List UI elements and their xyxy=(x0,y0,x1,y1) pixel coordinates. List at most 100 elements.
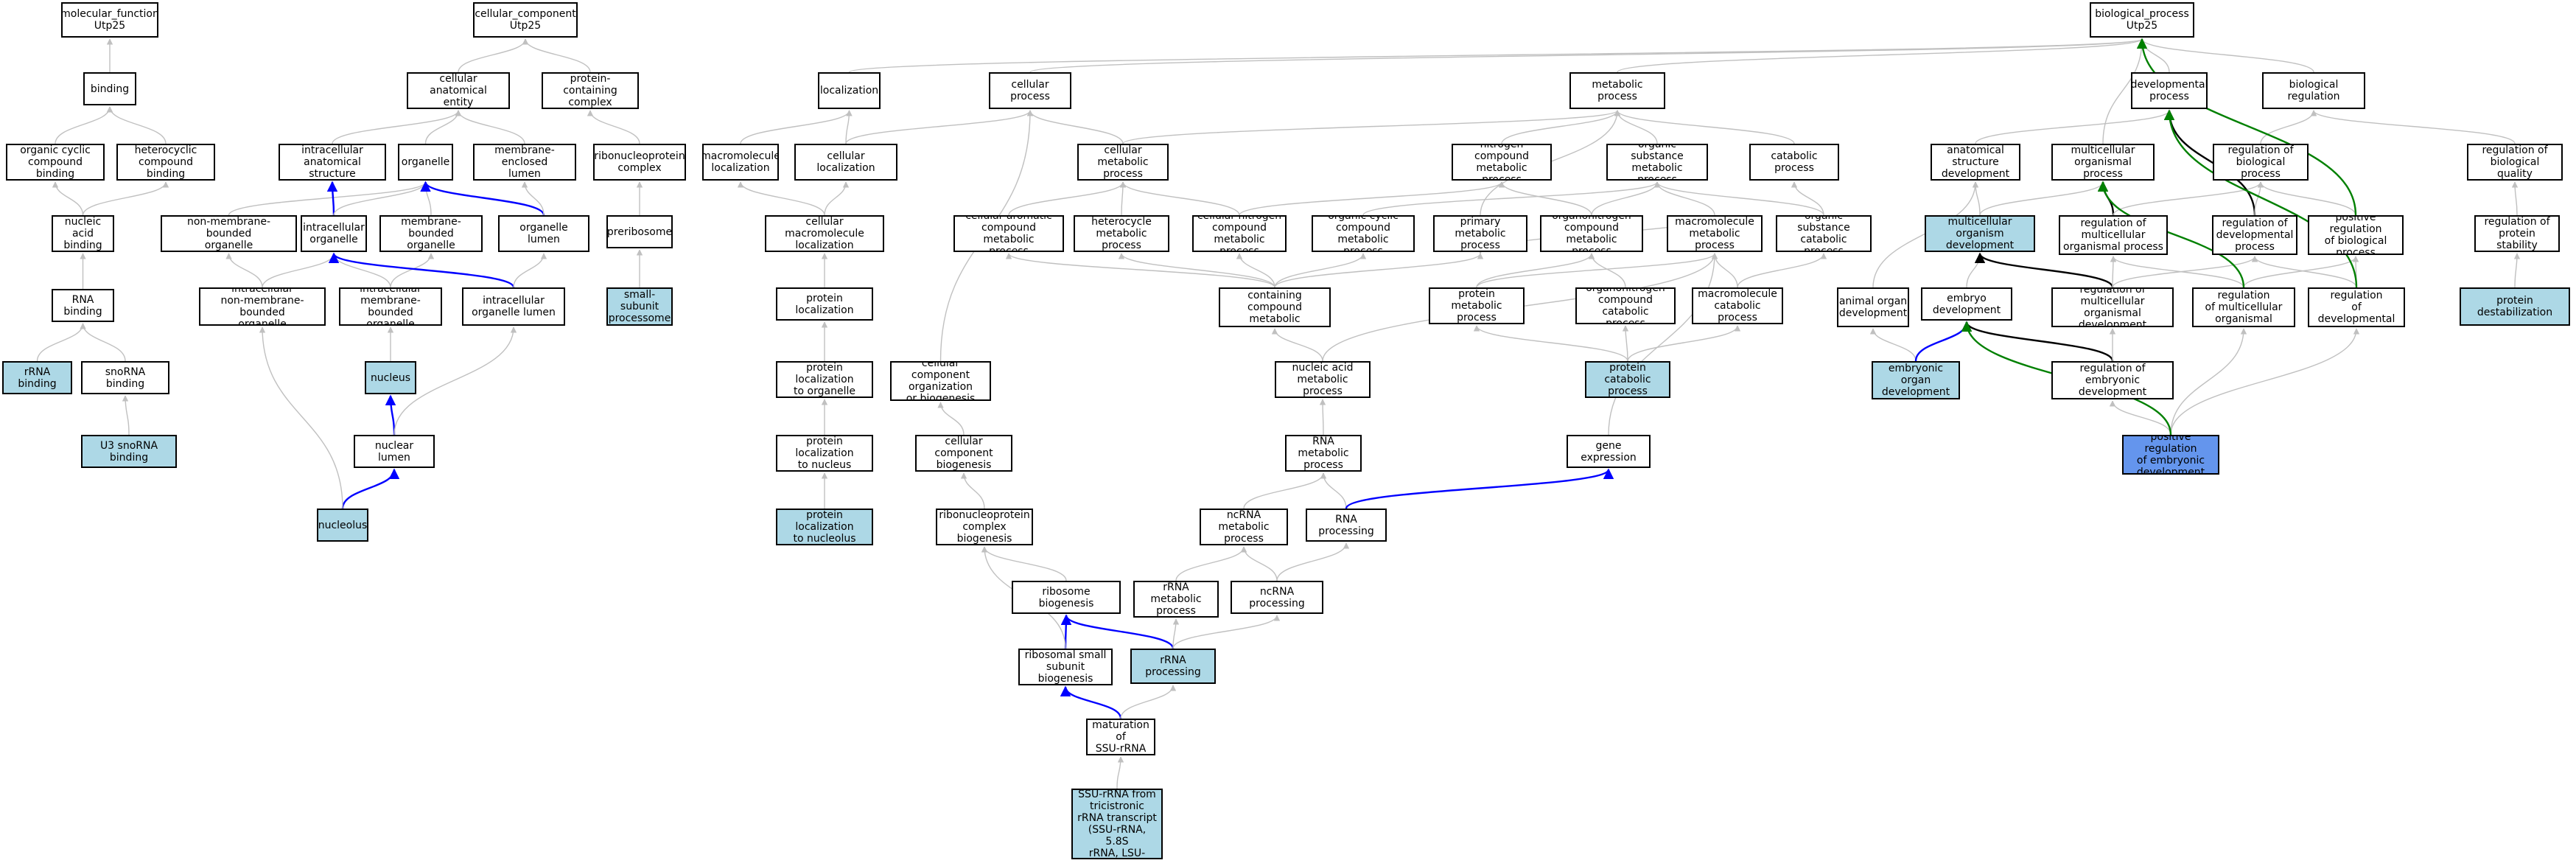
go-term-mel[interactable]: membrane-enclosed lumen xyxy=(473,144,576,181)
go-term-oscp[interactable]: organic substance catabolic process xyxy=(1776,215,1872,252)
go-term-binding[interactable]: binding xyxy=(83,72,136,105)
go-term-geneexp[interactable]: gene expression xyxy=(1567,435,1651,468)
go-term-orgcyc[interactable]: organic cyclic compound binding xyxy=(6,144,105,181)
go-term-ccob[interactable]: cellular component organization or bioge… xyxy=(890,361,991,401)
go-term-namp[interactable]: nucleic acid metabolic process xyxy=(1275,361,1371,398)
go-term-rnab[interactable]: RNA binding xyxy=(52,289,114,322)
go-term-rdp[interactable]: regulation of developmental process xyxy=(2212,215,2297,255)
go-term-onccp[interactable]: organonitrogen compound catabolic proces… xyxy=(1575,287,1676,324)
go-term-rssb[interactable]: ribosomal small subunit biogenesis xyxy=(1018,649,1113,685)
go-term-imbo[interactable]: intracellular membrane-bounded organelle xyxy=(339,287,442,326)
edge-iol-to-io xyxy=(328,252,515,288)
go-term-protmp[interactable]: protein metabolic process xyxy=(1429,287,1525,324)
go-term-rrnamp[interactable]: rRNA metabolic process xyxy=(1133,581,1219,618)
go-term-oncmp[interactable]: organonitrogen compound metabolic proces… xyxy=(1540,215,1643,252)
go-term-pl2nuc[interactable]: protein localization to nucleus xyxy=(776,435,873,472)
go-term-mod[interactable]: multicellular organism development xyxy=(1925,215,2035,252)
go-term-nucleus[interactable]: nucleus xyxy=(365,361,416,394)
go-term-cmp[interactable]: cellular metabolic process xyxy=(1077,144,1169,181)
go-term-ncbcmp[interactable]: nucleobase-containing compound metabolic… xyxy=(1219,287,1331,327)
go-term-devproc[interactable]: developmental process xyxy=(2131,72,2208,109)
go-term-loc[interactable]: localization xyxy=(818,72,881,109)
go-term-rrnab[interactable]: rRNA binding xyxy=(2,361,72,394)
go-term-pred[interactable]: positive regulation of embryonic develop… xyxy=(2122,435,2219,475)
go-term-nuclum[interactable]: nuclear lumen xyxy=(354,435,435,468)
go-term-ncmp[interactable]: nitrogen compound metabolic process xyxy=(1452,144,1552,181)
go-term-protcat[interactable]: protein catabolic process xyxy=(1585,361,1670,398)
go-term-cacmp[interactable]: cellular aromatic compound metabolic pro… xyxy=(953,215,1064,252)
go-term-ribobio[interactable]: ribosome biogenesis xyxy=(1012,581,1121,614)
go-term-mop[interactable]: multicellular organismal process xyxy=(2051,144,2155,181)
go-term-pl2nol[interactable]: protein localization to nucleolus xyxy=(776,509,873,545)
go-term-rmop[interactable]: regulation of multicellular organismal p… xyxy=(2059,215,2168,255)
go-term-embdev[interactable]: embryo development xyxy=(1921,287,2012,321)
go-term-catab[interactable]: catabolic process xyxy=(1749,144,1839,181)
go-term-rbp[interactable]: regulation of biological process xyxy=(2213,144,2309,181)
go-term-pl2org[interactable]: protein localization to organelle xyxy=(776,361,873,398)
go-term-red[interactable]: regulation of embryonic development xyxy=(2051,361,2174,399)
go-term-ccb[interactable]: cellular component biogenesis xyxy=(915,435,1012,472)
edge-mop-to-bp xyxy=(2102,38,2146,144)
go-term-aod[interactable]: animal organ development xyxy=(1837,287,1909,327)
go-term-ias[interactable]: intracellular anatomical structure xyxy=(279,144,386,181)
edge-ncbcmp-to-cacmp xyxy=(1005,253,1275,288)
go-term-prdp[interactable]: positive regulation of developmental pro… xyxy=(2308,287,2405,327)
edge-pred-to-prmop xyxy=(2170,328,2247,436)
go-term-cellloc[interactable]: cellular localization xyxy=(794,144,897,181)
go-term-rnpcb[interactable]: ribonucleoprotein complex biogenesis xyxy=(936,509,1033,545)
go-term-rnamp[interactable]: RNA metabolic process xyxy=(1285,435,1362,472)
edge-asd-to-devproc xyxy=(1975,110,2173,144)
go-term-rrnaproc[interactable]: rRNA processing xyxy=(1130,649,1216,684)
go-term-rmod[interactable]: regulation of multicellular organismal d… xyxy=(2051,287,2174,327)
go-term-mcp[interactable]: macromolecule catabolic process xyxy=(1692,287,1783,324)
go-term-prmop[interactable]: positive regulation of multicellular org… xyxy=(2192,287,2295,327)
go-term-occmp[interactable]: organic cyclic compound metabolic proces… xyxy=(1312,215,1415,252)
go-term-pmp[interactable]: primary metabolic process xyxy=(1433,215,1527,252)
go-term-inmbo[interactable]: intracellular non-membrane-bounded organ… xyxy=(199,287,326,326)
go-term-ncrnamp[interactable]: ncRNA metabolic process xyxy=(1200,509,1288,545)
go-term-nmbo[interactable]: non-membrane-bounded organelle xyxy=(161,215,297,252)
go-term-cellproc[interactable]: cellular process xyxy=(989,72,1071,109)
go-term-hmp[interactable]: heterocycle metabolic process xyxy=(1074,215,1169,252)
go-term-u3[interactable]: U3 snoRNA binding xyxy=(81,435,177,468)
edge-imbo-to-mbo xyxy=(390,253,435,288)
go-term-organelle[interactable]: organelle xyxy=(398,144,453,181)
go-term-rnaproc[interactable]: RNA processing xyxy=(1306,509,1387,542)
go-term-hetbind[interactable]: heterocyclic compound binding xyxy=(116,144,215,181)
edge-ncbcmp-to-cncmp xyxy=(1236,253,1275,288)
go-term-ol[interactable]: organelle lumen xyxy=(498,215,589,252)
go-term-preribo[interactable]: preribosome xyxy=(606,215,673,248)
go-term-cc[interactable]: cellular_component Utp25 xyxy=(473,2,578,38)
go-term-nucleolus[interactable]: nucleolus xyxy=(317,509,368,542)
go-term-nab[interactable]: nucleic acid binding xyxy=(52,215,114,252)
edge-oncmp-to-ncmp xyxy=(1498,181,1592,216)
go-term-ssup[interactable]: small-subunit processome xyxy=(606,287,673,326)
go-term-cml[interactable]: cellular macromolecule localization xyxy=(765,215,884,252)
go-term-mf[interactable]: molecular_function Utp25 xyxy=(61,2,158,38)
go-term-mbo[interactable]: membrane-bounded organelle xyxy=(379,215,483,252)
go-term-protdestab[interactable]: protein destabilization xyxy=(2460,287,2570,326)
go-term-matssu[interactable]: maturation of SSU-rRNA xyxy=(1086,719,1155,755)
go-term-eod[interactable]: embryonic organ development xyxy=(1872,361,1960,399)
go-term-snorna[interactable]: snoRNA binding xyxy=(81,361,169,394)
go-term-cae[interactable]: cellular anatomical entity xyxy=(407,72,510,109)
go-term-rnpc[interactable]: ribonucleoprotein complex xyxy=(593,144,686,181)
go-term-protloc[interactable]: protein localization xyxy=(776,287,873,321)
go-term-metab[interactable]: metabolic process xyxy=(1569,72,1665,109)
go-term-ncrnaproc[interactable]: ncRNA processing xyxy=(1231,581,1323,614)
go-term-pcc[interactable]: protein-containing complex xyxy=(542,72,639,109)
go-term-bp[interactable]: biological_process Utp25 xyxy=(2090,2,2194,38)
go-term-asd[interactable]: anatomical structure development xyxy=(1931,144,2020,181)
go-term-bioreg[interactable]: biological regulation xyxy=(2262,72,2365,109)
go-term-io[interactable]: intracellular organelle xyxy=(301,215,367,252)
go-term-prbp[interactable]: positive regulation of biological proces… xyxy=(2308,215,2404,255)
edge-rps-to-rbq xyxy=(2511,181,2519,216)
go-term-cncmp[interactable]: cellular nitrogen compound metabolic pro… xyxy=(1192,215,1287,252)
go-term-iol[interactable]: intracellular organelle lumen xyxy=(462,287,565,326)
go-term-rbq[interactable]: regulation of biological quality xyxy=(2467,144,2563,181)
go-term-matssu2[interactable]: maturation of SSU-rRNA from tricistronic… xyxy=(1071,789,1163,859)
go-term-mmp[interactable]: macromolecule metabolic process xyxy=(1667,215,1763,252)
go-term-rps[interactable]: regulation of protein stability xyxy=(2474,215,2560,252)
go-term-osmp[interactable]: organic substance metabolic process xyxy=(1606,144,1708,181)
go-term-macloc[interactable]: macromolecule localization xyxy=(702,144,779,181)
